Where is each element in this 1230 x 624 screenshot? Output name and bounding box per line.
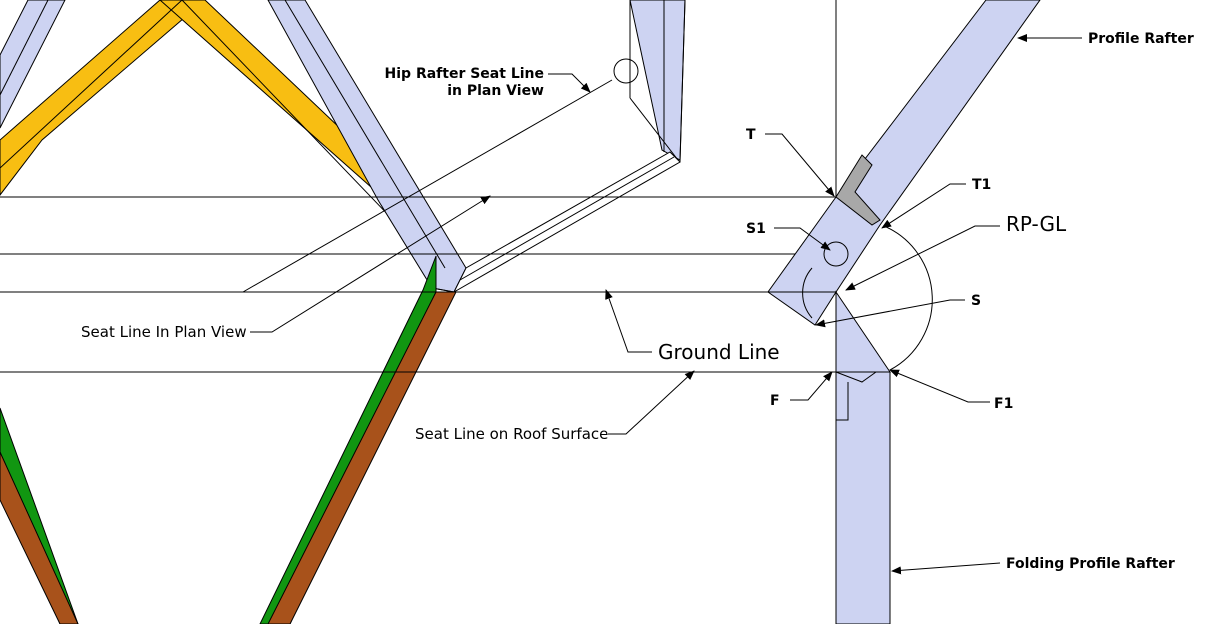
folding-profile-rafter [835, 290, 891, 624]
label-profile-rafter: Profile Rafter [1088, 31, 1194, 47]
label-rp-gl: RP-GL [1006, 212, 1067, 236]
folding-rafter-top [835, 290, 891, 373]
label-t: T [746, 127, 756, 143]
label-f1: F1 [994, 396, 1013, 412]
label-s1: S1 [746, 221, 766, 237]
blue-rafter-far-left [0, 0, 66, 129]
labels: Hip Rafter Seat Line in Plan View Profil… [81, 31, 1194, 572]
label-f: F [770, 393, 780, 409]
profile-rafter-body [767, 0, 1041, 293]
yellow-rafter-left [0, 0, 206, 196]
blue-rafters-upper [0, 0, 467, 293]
profile-notch [835, 154, 881, 226]
label-seat-line-plan: Seat Line In Plan View [81, 323, 247, 341]
profile-rafter [766, 0, 1041, 371]
rotation-arc [883, 225, 933, 371]
blue-hip-rafter [267, 0, 467, 293]
s1-circle [823, 241, 849, 267]
green-rafter-right [259, 255, 437, 624]
hip-seat-band [452, 151, 681, 294]
blue-jack-rafter [452, 0, 686, 294]
label-folding-profile-rafter: Folding Profile Rafter [1006, 556, 1175, 572]
brown-rafter-left [0, 451, 79, 624]
brown-rafter-right [267, 291, 457, 624]
folding-rafter-body [835, 371, 891, 624]
label-seat-line-roof: Seat Line on Roof Surface [415, 425, 608, 443]
green-rafter-left [0, 407, 79, 624]
label-hip-seat-line-2: in Plan View [447, 83, 544, 99]
label-s: S [971, 293, 981, 309]
label-ground-line: Ground Line [658, 340, 780, 364]
green-brown-rafters [0, 255, 457, 624]
profile-rafter-tail [766, 291, 837, 326]
label-hip-seat-line-1: Hip Rafter Seat Line [385, 66, 544, 82]
jack-rafter-body [629, 0, 686, 161]
label-t1: T1 [972, 177, 991, 193]
rotation-arc-small [802, 267, 813, 319]
folding-notch [835, 371, 877, 383]
hip-seat-circle [613, 58, 639, 84]
leader-lines [242, 34, 1082, 575]
